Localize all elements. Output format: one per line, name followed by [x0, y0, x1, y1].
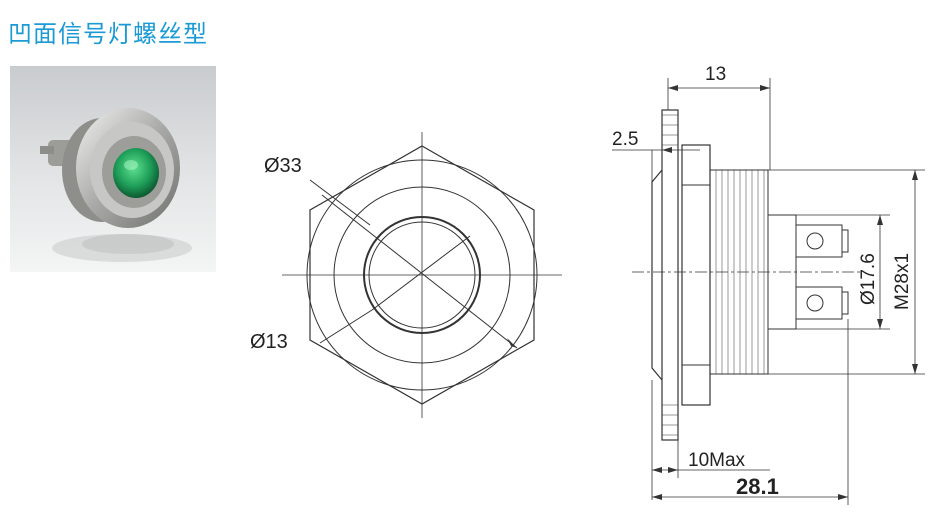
terminal-bottom	[795, 286, 843, 320]
terminal-top	[795, 224, 843, 258]
thread-label: M28x1	[892, 253, 913, 310]
terminal-max-label: 10Max	[688, 450, 746, 471]
dimension-lines	[612, 78, 925, 505]
inner-diameter-label: Ø13	[250, 331, 288, 353]
product-photo	[10, 66, 216, 272]
outer-diameter-label: Ø33	[264, 155, 302, 177]
top-length-label: 13	[705, 64, 726, 85]
total-length-label: 28.1	[736, 474, 779, 499]
front-view	[282, 132, 562, 418]
page-title: 凹面信号灯螺丝型	[8, 20, 208, 48]
nut	[681, 144, 711, 406]
body-diameter-label: Ø17.6	[858, 253, 879, 305]
flange-thickness-label: 2.5	[612, 129, 638, 150]
flange	[661, 109, 679, 441]
side-view	[632, 109, 862, 441]
